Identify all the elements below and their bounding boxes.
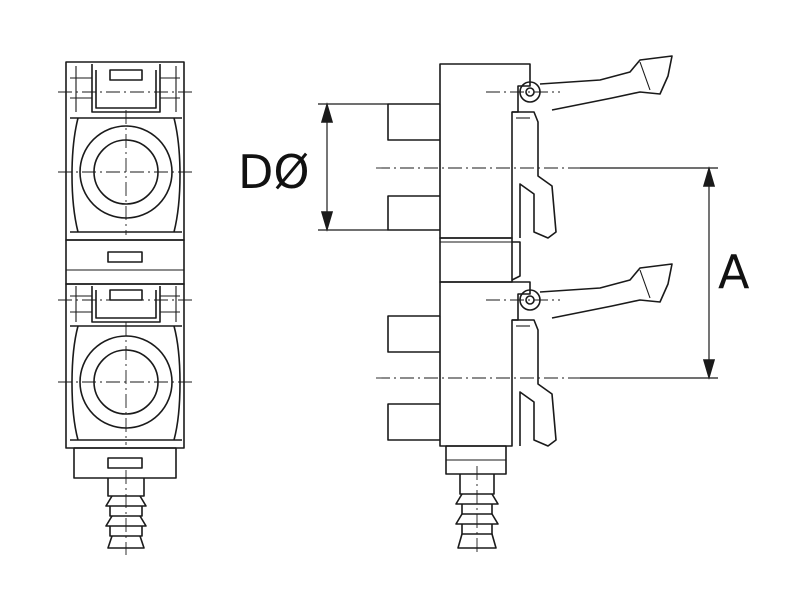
side-upper-unit: [376, 55, 673, 239]
spacing-label: A: [718, 245, 750, 299]
front-upper-unit: [58, 61, 194, 241]
front-joint: [65, 239, 185, 285]
dimension-spacing: A: [580, 166, 750, 380]
diameter-label: DØ: [238, 145, 310, 199]
front-hose-fitting: [73, 447, 177, 555]
side-hose-fitting: [445, 445, 507, 555]
front-view: [58, 61, 194, 555]
dimension-diameter: DØ: [238, 102, 388, 232]
side-joint: [439, 237, 521, 283]
front-lower-unit: [58, 283, 194, 449]
side-lower-unit: [376, 263, 673, 447]
side-view: DØ A: [238, 55, 750, 555]
